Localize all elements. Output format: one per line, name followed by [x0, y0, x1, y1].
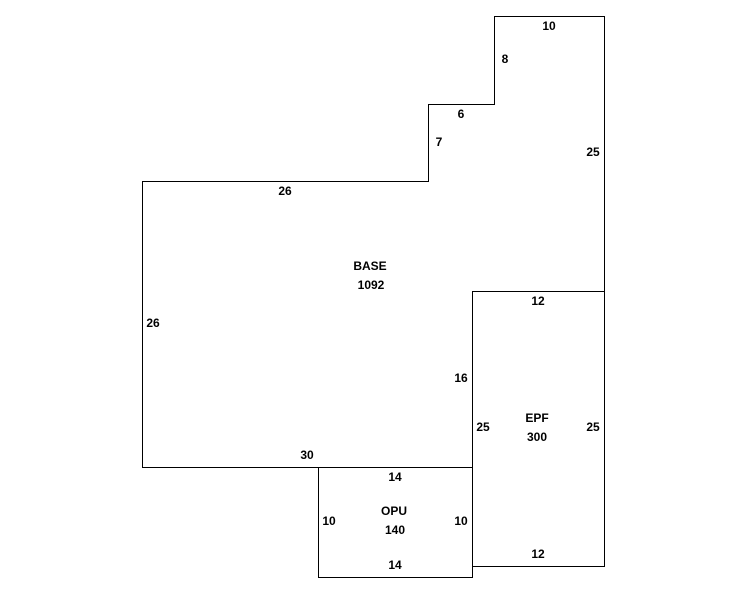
opu-dim-bottom: 14	[388, 558, 402, 572]
base-dim-bottom: 30	[300, 448, 314, 462]
opu-area-value: 140	[385, 523, 405, 537]
opu-dim-right: 10	[454, 514, 468, 528]
epf-area-outline	[472, 291, 605, 567]
epf-dim-right: 25	[586, 420, 600, 434]
base-dim-step-right-upper: 8	[502, 52, 509, 66]
epf-dim-top: 12	[531, 294, 545, 308]
epf-dim-bottom: 12	[531, 547, 545, 561]
epf-dim-left: 25	[476, 420, 490, 434]
epf-area-name: EPF	[525, 411, 548, 425]
opu-area-outline	[318, 467, 473, 578]
base-dim-right-upper: 25	[586, 145, 600, 159]
base-dim-top-right: 10	[542, 19, 556, 33]
base-dim-step-right-lower: 7	[436, 135, 443, 149]
base-dim-left: 26	[146, 316, 160, 330]
epf-area-value: 300	[527, 430, 547, 444]
base-dim-right-inner: 16	[454, 371, 468, 385]
opu-dim-left: 10	[322, 514, 336, 528]
opu-area-name: OPU	[381, 504, 407, 518]
base-dim-step-top-mid: 6	[458, 107, 465, 121]
base-area-outline	[142, 16, 605, 468]
base-area-value: 1092	[358, 278, 385, 292]
base-dim-top-left: 26	[278, 184, 292, 198]
base-area-name: BASE	[353, 259, 386, 273]
opu-dim-top: 14	[388, 470, 402, 484]
